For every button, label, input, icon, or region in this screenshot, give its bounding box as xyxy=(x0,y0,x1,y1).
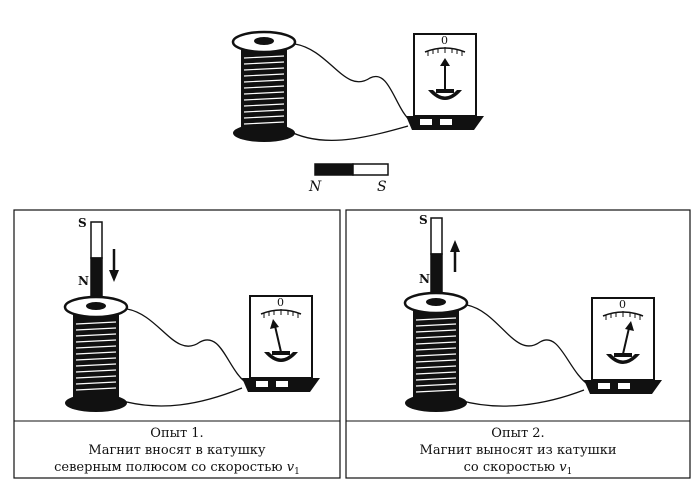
caption-title: Опыт 1. xyxy=(150,426,204,441)
caption-line-1: Магнит вносят в катушку xyxy=(88,443,266,458)
magnet-pole-n: N xyxy=(309,179,322,195)
experiment-1-caption: Опыт 1. Магнит вносят в катушку северным… xyxy=(14,425,340,481)
wires xyxy=(286,43,413,142)
magnet-pole-n: N xyxy=(419,272,430,286)
vertical-magnet xyxy=(430,217,443,293)
coil xyxy=(403,291,469,412)
gauge-zero-label: 0 xyxy=(277,296,284,309)
galvanometer xyxy=(242,295,320,392)
caption-line-1: Магнит выносят из катушки xyxy=(419,443,617,458)
bar-magnet xyxy=(314,163,389,176)
caption-line-2: со скоростью v1 xyxy=(463,460,573,477)
galvanometer xyxy=(406,33,484,130)
magnet-pole-s: S xyxy=(78,216,87,230)
magnet-pole-s: S xyxy=(377,179,387,195)
galvanometer xyxy=(584,297,662,394)
coil xyxy=(63,295,129,412)
magnet-pole-s: S xyxy=(419,213,428,227)
gauge-zero-label: 0 xyxy=(441,34,448,47)
coil xyxy=(231,30,297,142)
caption-title: Опыт 2. xyxy=(491,426,545,441)
speed-symbol: v xyxy=(559,460,567,475)
magnet-pole-n: N xyxy=(78,274,89,288)
gauge-zero-label: 0 xyxy=(619,298,626,311)
caption-line-2: северным полюсом со скоростью v1 xyxy=(54,460,300,477)
arrow-up-icon xyxy=(450,240,460,272)
wires xyxy=(458,304,591,407)
arrow-down-icon xyxy=(109,249,119,282)
wires xyxy=(118,308,249,407)
experiment-2-caption: Опыт 2. Магнит выносят из катушки со ско… xyxy=(346,425,690,481)
speed-symbol: v xyxy=(286,460,295,475)
